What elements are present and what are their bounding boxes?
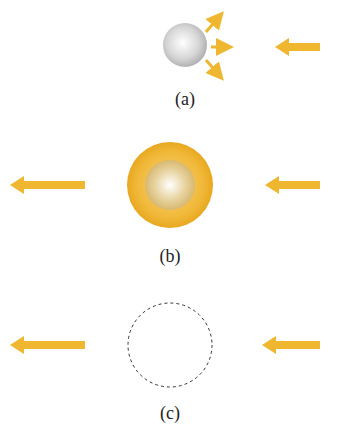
panel-label: (a): [175, 89, 195, 110]
incident-arrow: [262, 336, 320, 354]
invisible-particle: [128, 303, 212, 387]
scattered-arrow: [211, 46, 225, 49]
panel-label: (b): [160, 246, 181, 267]
incident-arrow: [275, 38, 320, 56]
transmitted-arrow: [10, 176, 85, 194]
coated-particle: [127, 142, 213, 228]
particle-core: [145, 160, 195, 210]
transmitted-arrow: [10, 336, 85, 354]
panel-label: (c): [160, 403, 180, 424]
grey-particle: [163, 23, 207, 67]
incident-arrow: [265, 176, 320, 194]
scattered-arrow: [206, 60, 218, 74]
scattered-arrow: [206, 18, 218, 32]
